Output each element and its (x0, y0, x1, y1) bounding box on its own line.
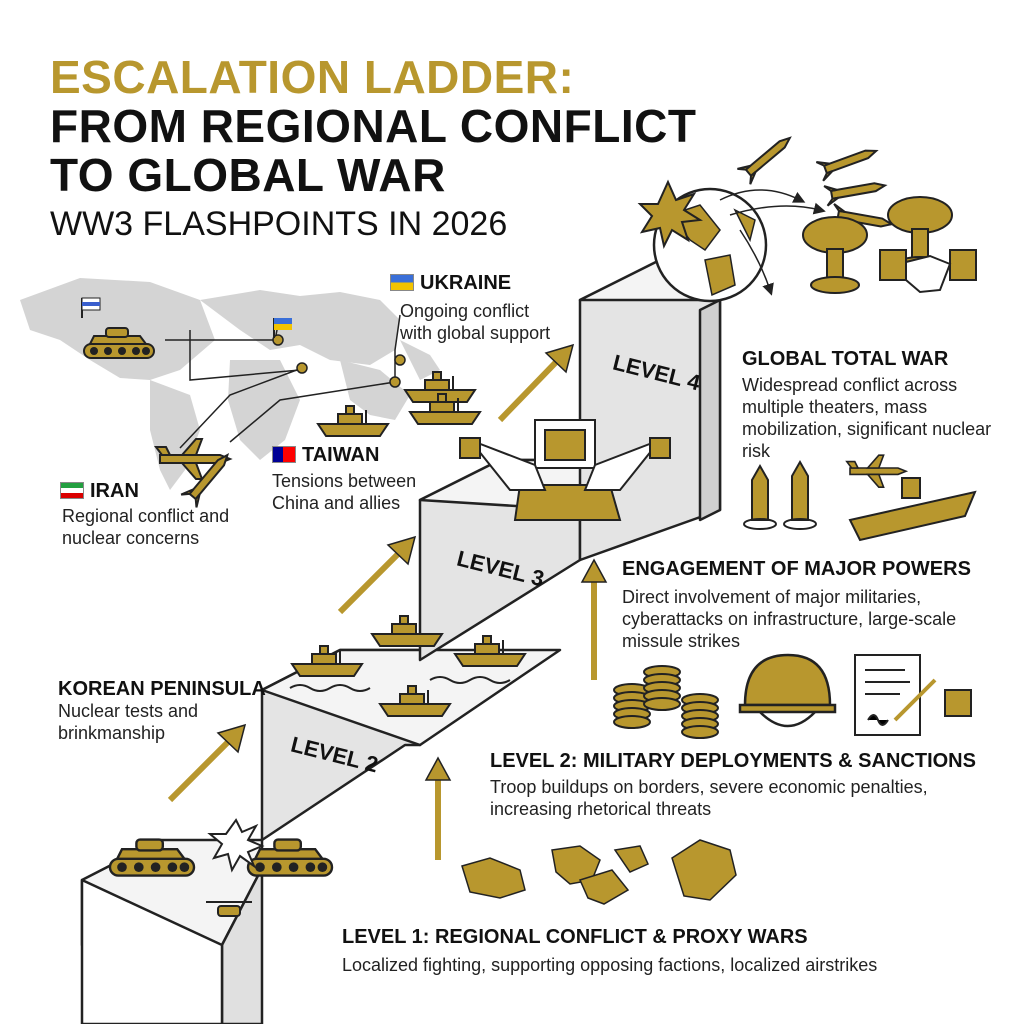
flashpoint-ukraine-desc-line-2: with global support (400, 323, 551, 343)
flashpoint-korea-desc-line-2: brinkmanship (58, 723, 166, 743)
level-2-desc-line-1: Troop buildups on borders, severe econom… (490, 777, 928, 797)
coin-stack-icon (643, 665, 681, 711)
level-4-desc-line-2: multiple theaters, mass (742, 397, 928, 417)
flashpoint-taiwan-name: TAIWAN (302, 444, 380, 466)
flashpoint-taiwan-desc-line-1: Tensions between (272, 471, 417, 491)
mushroom-cloud-icon (802, 216, 868, 294)
flashpoint-ukraine-desc: Ongoing conflict with global support (400, 300, 550, 344)
flashpoint-ukraine-title: UKRAINE (390, 272, 511, 295)
flashpoint-iran-name: IRAN (90, 480, 139, 502)
explosion-icon (207, 818, 265, 873)
handshake-icon (879, 249, 977, 294)
ukraine-flag-icon (390, 274, 414, 291)
flashpoint-ukraine-desc-line-1: Ongoing conflict (400, 301, 530, 321)
world-map-icon (20, 278, 440, 490)
level-1-desc-line-1: Localized fighting, supporting opposing … (342, 955, 878, 975)
flashpoint-iran-desc-line-1: Regional conflict and (62, 506, 230, 526)
signing-document-icon (854, 654, 972, 736)
missile-icon (823, 174, 888, 207)
flashpoint-iran-title: IRAN (60, 480, 139, 503)
explosion-icon (637, 179, 703, 249)
flashpoint-korea-desc: Nuclear tests and brinkmanship (58, 700, 198, 744)
level-4-desc: Widespread conflict across multiple thea… (742, 374, 991, 462)
drone-icon (206, 901, 252, 917)
level-3-desc-line-3: missule strikes (622, 631, 741, 651)
taiwan-flag-icon (272, 446, 296, 463)
title-line-3: TO GLOBAL WAR (50, 149, 446, 201)
title-line-2: FROM REGIONAL CONFLICT (50, 100, 697, 152)
helmet-icon (738, 653, 837, 728)
flashpoint-taiwan-desc-line-2: China and allies (272, 493, 401, 513)
flashpoint-korea-title: KOREAN PENINSULA (58, 678, 266, 700)
flashpoint-iran-desc-line-2: nuclear concerns (62, 528, 200, 548)
title-line-1: ESCALATION LADDER: (50, 51, 575, 103)
level-3-desc: Direct involvement of major militaries, … (622, 586, 956, 652)
subtitle: WW3 FLASHPOINTS IN 2026 (50, 205, 508, 243)
level-4-title: GLOBAL TOTAL WAR (742, 348, 949, 370)
coin-stack-icon (681, 693, 719, 739)
europe-map-icon (461, 839, 737, 905)
missile-icon (815, 140, 881, 182)
level-1-desc: Localized fighting, supporting opposing … (342, 954, 877, 976)
flashpoint-taiwan-desc: Tensions between China and allies (272, 470, 416, 514)
control-panel-icon (459, 419, 671, 521)
flashpoint-ukraine-name: UKRAINE (420, 272, 512, 294)
level-3-desc-line-2: cyberattacks on infrastructure, large-sc… (622, 609, 957, 629)
flashpoint-taiwan-title: TAIWAN (272, 444, 379, 467)
missile-icon (736, 129, 798, 186)
level-3-title: ENGAGEMENT OF MAJOR POWERS (622, 558, 971, 580)
flashpoint-iran-desc: Regional conflict and nuclear concerns (62, 505, 229, 549)
flashpoint-korea-desc-line-1: Nuclear tests and (58, 701, 199, 721)
missile-icon (743, 459, 817, 530)
aircraft-carrier-icon (848, 477, 977, 542)
level-1-title: LEVEL 1: REGIONAL CONFLICT & PROXY WARS (342, 926, 808, 948)
arrow-up-icon (167, 343, 608, 860)
level-4-desc-line-1: Widespread conflict across (742, 375, 958, 395)
level-4-desc-line-4: risk (742, 441, 770, 461)
iran-flag-icon (60, 482, 84, 499)
level-2-desc: Troop buildups on borders, severe econom… (490, 776, 928, 820)
level-2-title: LEVEL 2: MILITARY DEPLOYMENTS & SANCTION… (490, 750, 976, 772)
level-3-desc-line-1: Direct involvement of major militaries, (622, 587, 922, 607)
level-2-desc-line-2: increasing rhetorical threats (490, 799, 712, 819)
map-flag-icon (81, 297, 292, 338)
level-4-desc-line-3: mobilization, significant nuclear (742, 419, 992, 439)
